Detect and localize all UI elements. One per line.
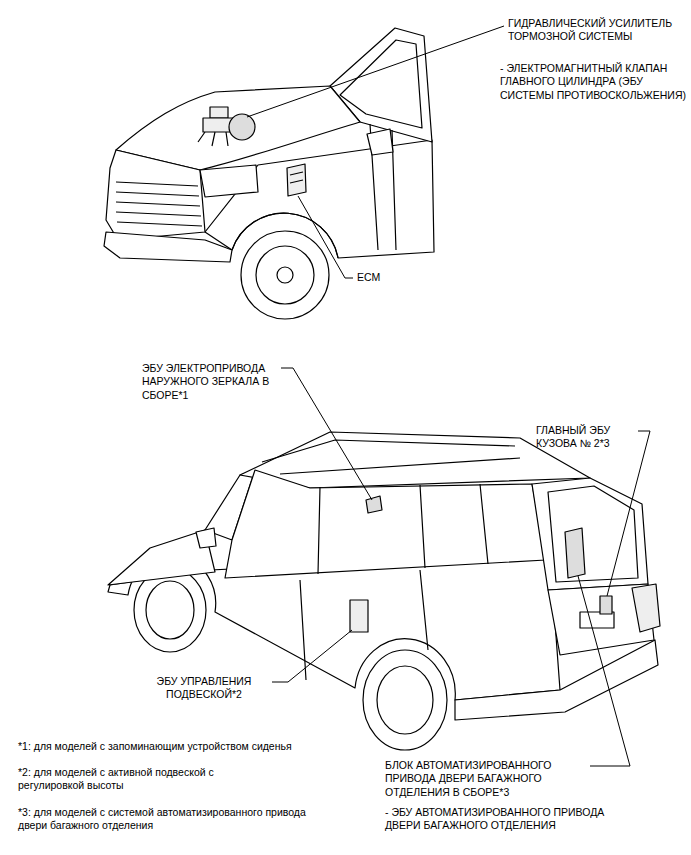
ecm-unit bbox=[287, 164, 306, 196]
part-label: ECM bbox=[357, 271, 380, 284]
part-label: ГЛАВНЫЙ ЭБУ КУЗОВА № 2*3 bbox=[536, 424, 634, 451]
leader-line bbox=[247, 26, 504, 117]
wheel-hub bbox=[277, 267, 293, 283]
wheel-rim bbox=[256, 246, 314, 304]
leader-line bbox=[607, 431, 650, 596]
rear-glass bbox=[548, 486, 638, 582]
headlight bbox=[200, 165, 258, 197]
footnote: *3: для моделей с системой автоматизиров… bbox=[18, 806, 310, 833]
grille-slats bbox=[116, 182, 202, 226]
leader-line bbox=[281, 368, 372, 500]
rear-bumper bbox=[455, 640, 658, 720]
ecm-detail bbox=[290, 172, 303, 183]
rear-wheel bbox=[363, 650, 447, 750]
front-bumper bbox=[104, 232, 232, 262]
mirror-ecu bbox=[366, 496, 382, 513]
part-label: ЭБУ УПРАВЛЕНИЯ ПОДВЕСКОЙ*2 bbox=[140, 675, 268, 702]
leader-line bbox=[272, 630, 352, 682]
wheel-arch bbox=[232, 213, 338, 258]
door-mirror bbox=[196, 528, 216, 548]
leader-line bbox=[298, 196, 353, 278]
leader-line bbox=[578, 576, 630, 766]
part-label: БЛОК АВТОМАТИЗИРОВАННОГО ПРИВОДА ДВЕРИ Б… bbox=[385, 759, 585, 799]
footnote: *1: для моделей с запоминающим устройств… bbox=[18, 740, 292, 753]
footnote: *2: для моделей с активной подвеской с р… bbox=[18, 766, 263, 793]
reservoir bbox=[210, 107, 228, 118]
part-label: ЭБУ ЭЛЕКТРОПРИВОДА НАРУЖНОГО ЗЕРКАЛА В С… bbox=[142, 362, 282, 402]
part-label: - ЭЛЕКТРОМАГНИТНЫЙ КЛАПАН ГЛАВНОГО ЦИЛИН… bbox=[500, 62, 686, 102]
part-label: - ЭБУ АВТОМАТИЗИРОВАННОГО ПРИВОДА ДВЕРИ … bbox=[385, 806, 633, 833]
tail-light bbox=[632, 584, 660, 632]
front-wheel bbox=[241, 231, 329, 319]
brake-booster bbox=[229, 114, 255, 140]
door-lines bbox=[300, 570, 428, 680]
rear-face bbox=[532, 478, 648, 590]
body-ecu-2 bbox=[600, 596, 612, 614]
suspension-ecu bbox=[350, 600, 368, 632]
hood bbox=[116, 86, 360, 170]
door-mirror bbox=[367, 129, 393, 155]
part-label: ГИДРАВЛИЧЕСКИЙ УСИЛИТЕЛЬ ТОРМОЗНОЙ СИСТЕ… bbox=[508, 17, 686, 44]
back-door-unit bbox=[565, 528, 585, 578]
grille-face bbox=[106, 150, 205, 240]
brake-pipes bbox=[198, 132, 228, 146]
roof-rails bbox=[262, 440, 520, 474]
window-pillars bbox=[318, 484, 488, 574]
wheel-rim bbox=[146, 581, 194, 639]
side-windows bbox=[225, 470, 546, 578]
wheel-rim bbox=[377, 666, 433, 734]
